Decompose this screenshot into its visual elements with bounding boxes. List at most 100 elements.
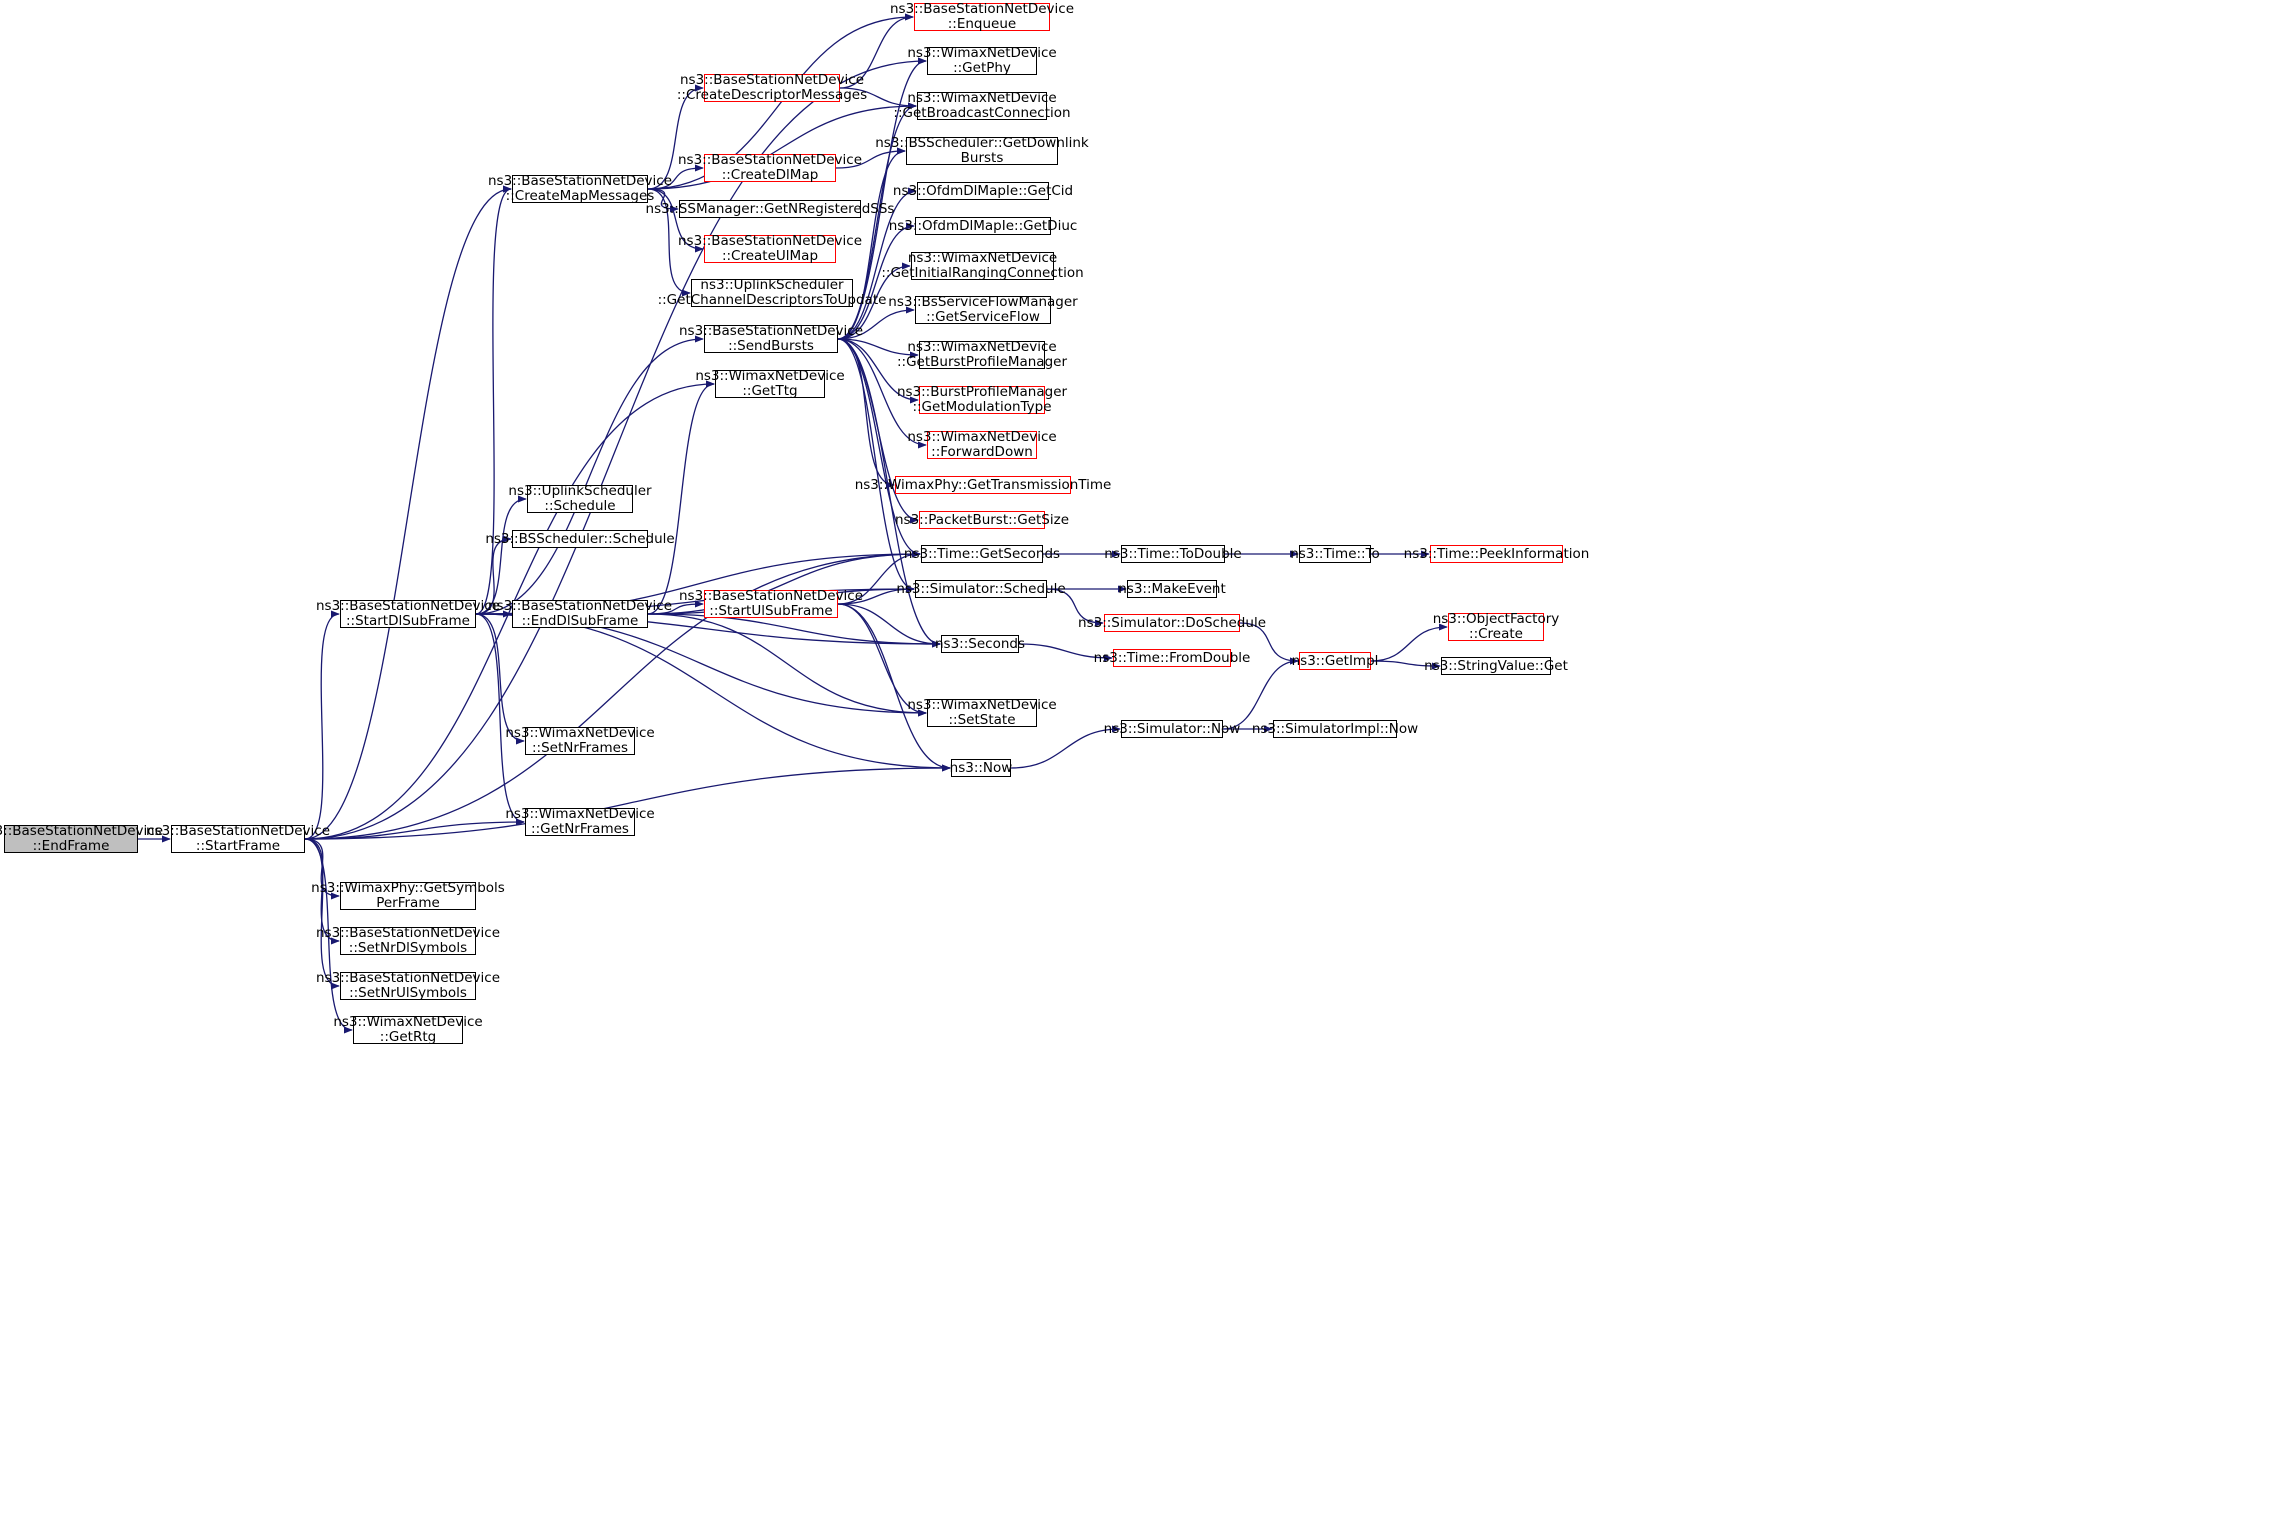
node-get-channel-descriptors[interactable]: ns3::UplinkScheduler ::GetChannelDescrip…	[658, 278, 887, 308]
node-set-nr-dl-symbols[interactable]: ns3::BaseStationNetDevice ::SetNrDlSymbo…	[316, 926, 500, 956]
node-set-nr-ul-symbols-line1: ns3::BaseStationNetDevice	[316, 970, 501, 986]
node-time-from-double[interactable]: ns3::Time::FromDouble	[1094, 649, 1250, 667]
edge-create-map-messages-to-enqueue	[647, 13, 914, 190]
node-get-diuc-line1: ns3::OfdmDlMapIe::GetDiuc	[888, 217, 1078, 234]
node-get-rtg[interactable]: ns3::WimaxNetDevice ::GetRtg	[333, 1015, 482, 1045]
node-do-schedule-line1: ns3::Simulator::DoSchedule	[1078, 614, 1266, 631]
edge-start-dl-subframe-to-uplink-schedule	[475, 495, 527, 615]
edge-simulator-now-to-get-impl	[1222, 657, 1299, 730]
node-object-factory-create[interactable]: ns3::ObjectFactory ::Create	[1433, 612, 1560, 642]
node-time-get-seconds[interactable]: ns3::Time::GetSeconds	[904, 545, 1060, 563]
edge-start-dl-subframe-to-bs-schedule	[475, 535, 512, 615]
node-uplink-schedule[interactable]: ns3::UplinkScheduler ::Schedule	[508, 484, 651, 514]
node-bs-schedule[interactable]: ns3::BSScheduler::Schedule	[485, 530, 675, 548]
node-set-nr-frames[interactable]: ns3::WimaxNetDevice ::SetNrFrames	[505, 726, 654, 756]
edge-get-impl-to-object-factory-create	[1370, 623, 1448, 662]
edge-send-bursts-to-forward-down	[837, 338, 927, 449]
node-get-broadcast-connection[interactable]: ns3::WimaxNetDevice ::GetBroadcastConnec…	[893, 91, 1070, 121]
node-get-service-flow[interactable]: ns3::BsServiceFlowManager ::GetServiceFl…	[888, 295, 1077, 325]
node-make-event[interactable]: ns3::MakeEvent	[1118, 580, 1226, 598]
node-get-ttg-line1: ns3::WimaxNetDevice	[695, 368, 845, 384]
edge-end-dl-subframe-to-seconds	[647, 613, 941, 648]
node-enqueue[interactable]: ns3::BaseStationNetDevice ::Enqueue	[890, 2, 1074, 32]
node-get-transmission-time[interactable]: ns3::WimaxPhy::GetTransmissionTime	[855, 476, 1111, 494]
node-create-dl-map[interactable]: ns3::BaseStationNetDevice ::CreateDlMap	[678, 153, 862, 183]
node-get-broadcast-connection-line1: ns3::WimaxNetDevice	[907, 90, 1057, 106]
node-send-bursts[interactable]: ns3::BaseStationNetDevice ::SendBursts	[679, 324, 863, 354]
node-get-initial-ranging-line2: ::GetInitialRangingConnection	[881, 265, 1084, 281]
edge-start-ul-subframe-to-now	[837, 603, 951, 772]
node-packet-burst-get-size[interactable]: ns3::PacketBurst::GetSize	[895, 511, 1069, 529]
node-get-broadcast-connection-line2: ::GetBroadcastConnection	[893, 105, 1071, 121]
node-get-symbols-per-frame-line2: PerFrame	[376, 895, 440, 911]
node-get-transmission-time-line1: ns3::WimaxPhy::GetTransmissionTime	[854, 476, 1112, 493]
node-set-state-line2: ::SetState	[948, 712, 1016, 728]
node-get-initial-ranging[interactable]: ns3::WimaxNetDevice ::GetInitialRangingC…	[881, 251, 1083, 281]
node-get-downlink-bursts[interactable]: ns3::BSScheduler::GetDownlink Bursts	[875, 136, 1089, 166]
node-forward-down-line1: ns3::WimaxNetDevice	[907, 429, 1057, 445]
edge-start-ul-subframe-to-time-get-seconds	[837, 550, 921, 605]
edge-create-map-messages-to-get-broadcast-connection	[647, 102, 917, 190]
node-start-frame[interactable]: ns3::BaseStationNetDevice ::StartFrame	[146, 824, 330, 854]
edge-start-frame-to-get-phy	[304, 57, 927, 840]
node-get-cid[interactable]: ns3::OfdmDlMapIe::GetCid	[893, 182, 1073, 200]
node-create-ul-map-line1: ns3::BaseStationNetDevice	[678, 233, 863, 249]
node-string-value-get-line1: ns3::StringValue::Get	[1424, 657, 1568, 674]
node-get-ttg-line2: ::GetTtg	[742, 383, 798, 399]
node-create-descriptor-messages-line2: ::CreateDescriptorMessages	[676, 87, 868, 103]
node-get-phy-line1: ns3::WimaxNetDevice	[907, 45, 1057, 61]
node-set-nr-dl-symbols-line1: ns3::BaseStationNetDevice	[316, 925, 501, 941]
node-start-ul-subframe[interactable]: ns3::BaseStationNetDevice ::StartUlSubFr…	[679, 589, 863, 619]
node-set-nr-ul-symbols[interactable]: ns3::BaseStationNetDevice ::SetNrUlSymbo…	[316, 971, 500, 1001]
edge-create-map-messages-to-get-channel-descriptors	[647, 188, 691, 297]
node-start-dl-subframe[interactable]: ns3::BaseStationNetDevice ::StartDlSubFr…	[316, 599, 500, 629]
node-time-to-line1: ns3::Time::To	[1290, 545, 1380, 562]
node-do-schedule[interactable]: ns3::Simulator::DoSchedule	[1078, 614, 1266, 632]
node-get-rtg-line2: ::GetRtg	[379, 1029, 437, 1045]
edge-start-ul-subframe-to-seconds	[837, 603, 941, 648]
node-time-to-double[interactable]: ns3::Time::ToDouble	[1104, 545, 1242, 563]
node-time-to[interactable]: ns3::Time::To	[1290, 545, 1380, 563]
node-simulator-schedule[interactable]: ns3::Simulator::Schedule	[896, 580, 1066, 598]
node-simulator-impl-now[interactable]: ns3::SimulatorImpl::Now	[1252, 720, 1418, 738]
node-get-rtg-line1: ns3::WimaxNetDevice	[333, 1014, 483, 1030]
node-get-nregistered-sss[interactable]: ns3::SSManager::GetNRegisteredSSs	[646, 200, 894, 218]
node-get-cid-line1: ns3::OfdmDlMapIe::GetCid	[892, 182, 1074, 199]
edge-send-bursts-to-get-downlink-bursts	[837, 147, 906, 340]
node-create-map-messages[interactable]: ns3::BaseStationNetDevice ::CreateMapMes…	[488, 174, 672, 204]
node-get-nr-frames[interactable]: ns3::WimaxNetDevice ::GetNrFrames	[505, 807, 654, 837]
node-get-ttg[interactable]: ns3::WimaxNetDevice ::GetTtg	[695, 369, 844, 399]
edge-start-dl-subframe-to-get-nr-frames	[475, 613, 525, 826]
edge-create-descriptor-messages-to-get-broadcast-connection	[839, 87, 917, 110]
edge-send-bursts-to-get-diuc	[837, 222, 915, 340]
node-get-modulation-type[interactable]: ns3::BurstProfileManager ::GetModulation…	[897, 385, 1067, 415]
node-get-burst-profile-manager[interactable]: ns3::WimaxNetDevice ::GetBurstProfileMan…	[897, 340, 1067, 370]
node-get-diuc[interactable]: ns3::OfdmDlMapIe::GetDiuc	[889, 217, 1077, 235]
edge-send-bursts-to-get-broadcast-connection	[837, 102, 917, 340]
node-forward-down[interactable]: ns3::WimaxNetDevice ::ForwardDown	[907, 430, 1056, 460]
node-create-descriptor-messages[interactable]: ns3::BaseStationNetDevice ::CreateDescri…	[677, 73, 867, 103]
node-string-value-get[interactable]: ns3::StringValue::Get	[1424, 657, 1568, 675]
node-time-peek-information[interactable]: ns3::Time::PeekInformation	[1404, 545, 1589, 563]
edge-start-frame-to-create-map-messages	[304, 185, 512, 840]
node-simulator-schedule-line1: ns3::Simulator::Schedule	[896, 580, 1066, 597]
node-time-get-seconds-line1: ns3::Time::GetSeconds	[903, 545, 1061, 562]
node-end-frame-line2: ::EndFrame	[32, 838, 110, 854]
node-get-symbols-per-frame[interactable]: ns3::WimaxPhy::GetSymbols PerFrame	[311, 881, 505, 911]
edge-start-frame-to-now	[304, 764, 951, 840]
node-get-nr-frames-line2: ::GetNrFrames	[531, 821, 629, 837]
node-end-dl-subframe[interactable]: ns3::BaseStationNetDevice ::EndDlSubFram…	[488, 599, 672, 629]
edge-send-bursts-to-time-get-seconds	[837, 338, 921, 558]
edge-simulator-schedule-to-do-schedule	[1046, 588, 1104, 627]
node-seconds[interactable]: ns3::Seconds	[935, 635, 1025, 653]
node-get-service-flow-line2: ::GetServiceFlow	[926, 309, 1040, 325]
node-simulator-now[interactable]: ns3::Simulator::Now	[1104, 720, 1240, 738]
node-create-ul-map[interactable]: ns3::BaseStationNetDevice ::CreateUlMap	[678, 234, 862, 264]
edge-send-bursts-to-get-initial-ranging	[837, 262, 911, 340]
node-get-phy[interactable]: ns3::WimaxNetDevice ::GetPhy	[907, 46, 1056, 76]
node-get-impl[interactable]: ns3::GetImpl	[1292, 652, 1378, 670]
node-simulator-impl-now-line1: ns3::SimulatorImpl::Now	[1251, 720, 1419, 737]
node-now[interactable]: ns3::Now	[950, 759, 1012, 777]
node-set-state[interactable]: ns3::WimaxNetDevice ::SetState	[907, 698, 1056, 728]
